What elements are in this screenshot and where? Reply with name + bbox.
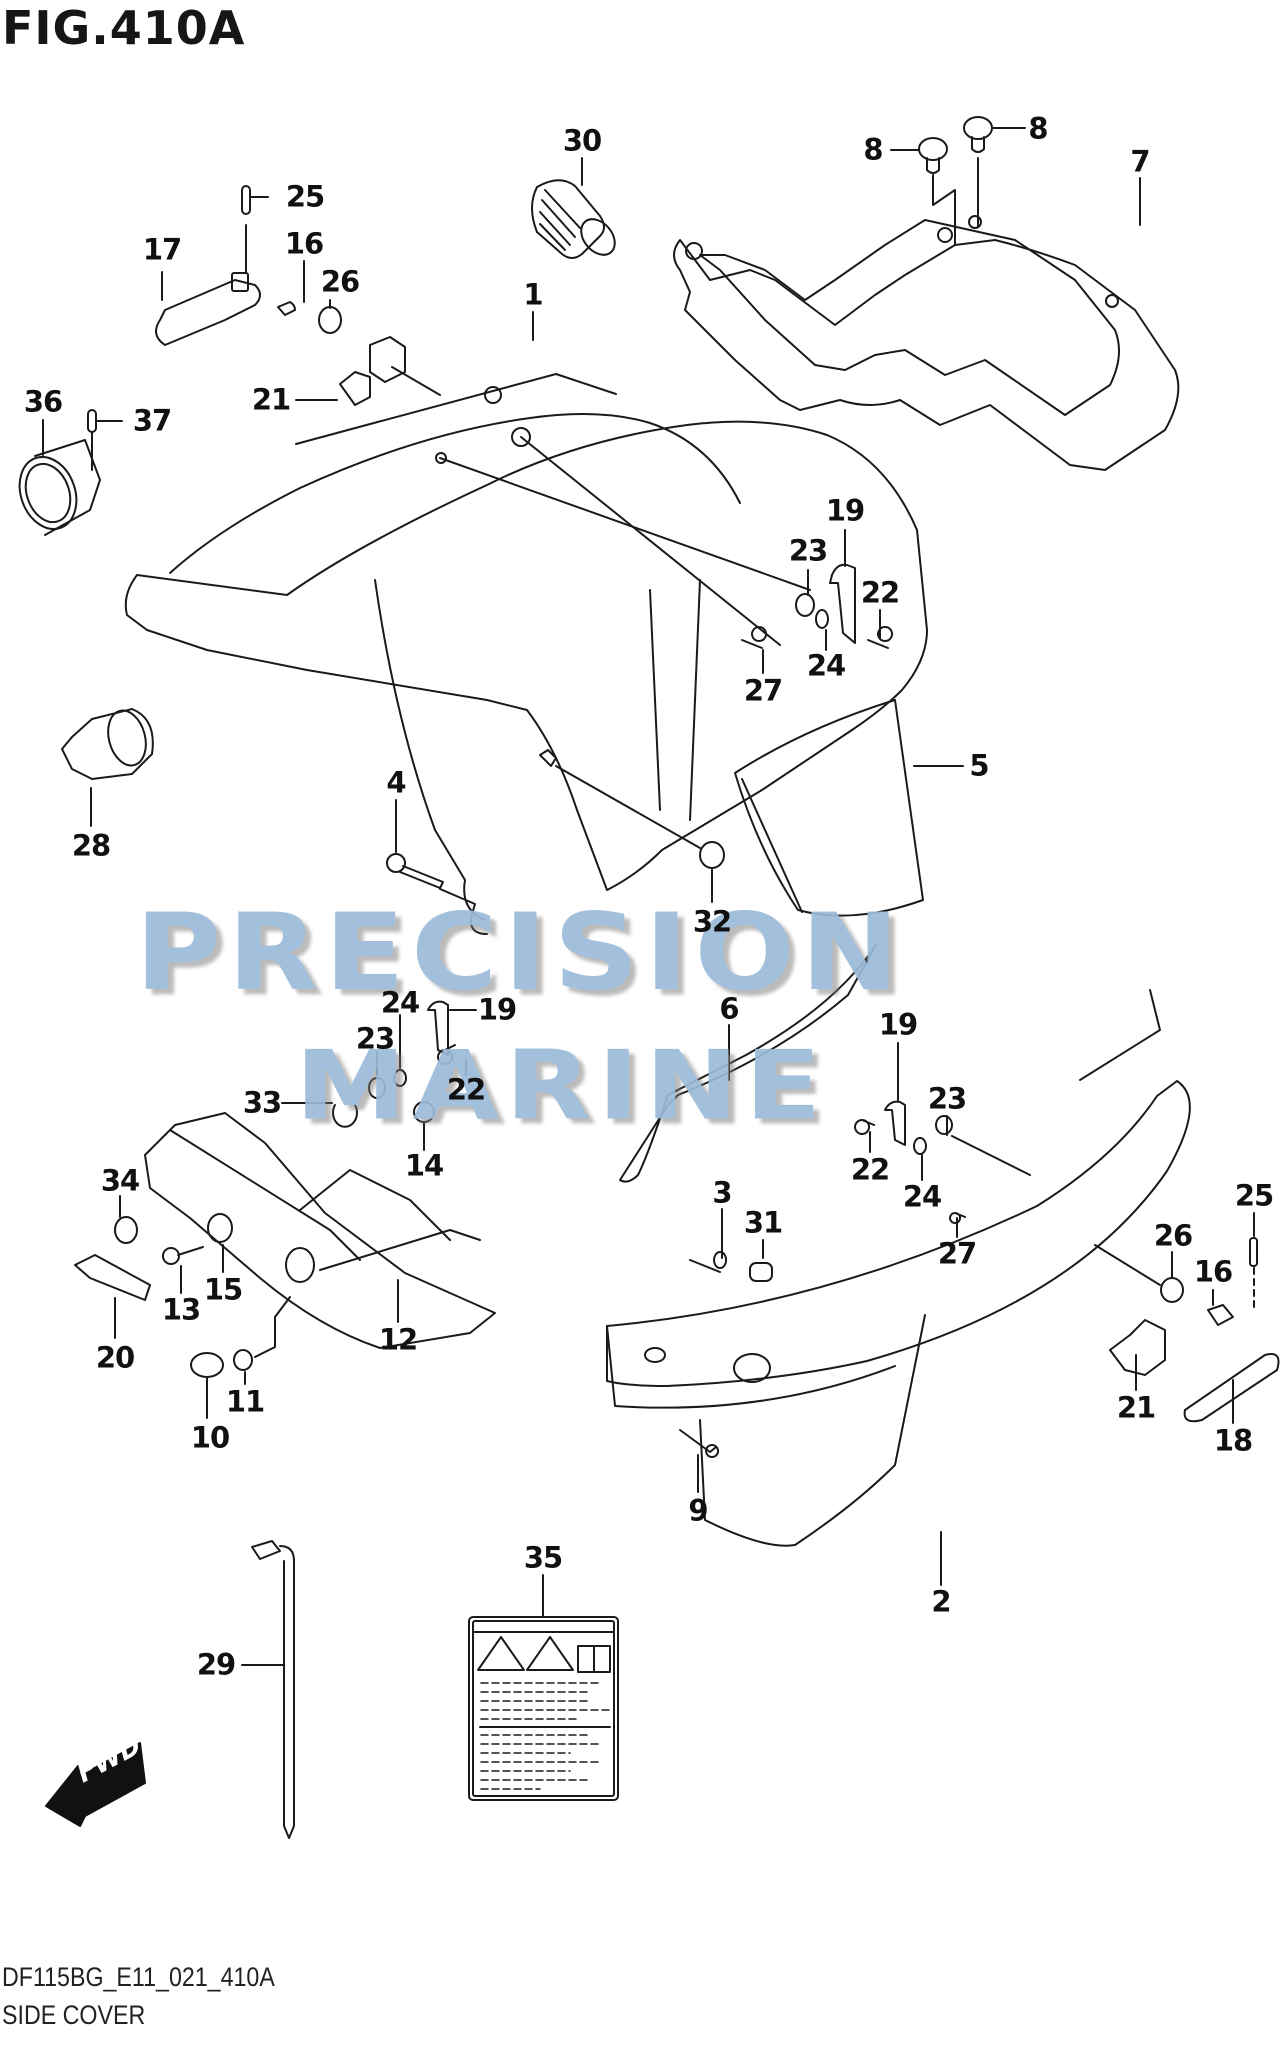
figure-title: FIG.410A (2, 1, 246, 55)
part-small-bracket-parts (74, 1195, 291, 1419)
part-28-connector (61, 708, 154, 827)
part-callout-24[interactable]: 24 (902, 1179, 942, 1214)
part-8-clips (890, 116, 1026, 246)
part-callout-24[interactable]: 24 (806, 648, 846, 683)
part-callout-29[interactable]: 29 (196, 1647, 236, 1682)
forward-arrow-icon (45, 1742, 146, 1827)
part-callout-3[interactable]: 3 (712, 1175, 732, 1210)
part-35-caution-label (468, 1574, 619, 1801)
part-callout-21[interactable]: 21 (1116, 1390, 1156, 1425)
part-callout-32[interactable]: 32 (692, 904, 732, 939)
part-30-grommet (531, 157, 616, 259)
part-callout-22[interactable]: 22 (446, 1072, 486, 1107)
part-callout-9[interactable]: 9 (688, 1493, 708, 1528)
part-callout-25[interactable]: 25 (1234, 1178, 1274, 1213)
part-callout-25[interactable]: 25 (285, 179, 325, 214)
part-callout-16[interactable]: 16 (284, 226, 324, 261)
part-4-bolt (386, 799, 488, 935)
part-callout-7[interactable]: 7 (1130, 144, 1150, 179)
watermark-marine: MARINE (295, 1030, 828, 1142)
part-callout-23[interactable]: 23 (788, 533, 828, 568)
part-callout-19[interactable]: 19 (825, 493, 865, 528)
part-callout-23[interactable]: 23 (355, 1021, 395, 1056)
part-callout-5[interactable]: 5 (969, 748, 989, 783)
part-callout-16[interactable]: 16 (1193, 1254, 1233, 1289)
part-callout-23[interactable]: 23 (927, 1081, 967, 1116)
part-callout-30[interactable]: 30 (562, 123, 602, 158)
part-callout-31[interactable]: 31 (743, 1205, 783, 1240)
part-right-fasteners (854, 1042, 1031, 1238)
part-callout-28[interactable]: 28 (71, 828, 111, 863)
part-callout-33[interactable]: 33 (242, 1085, 282, 1120)
part-callout-34[interactable]: 34 (100, 1163, 140, 1198)
part-29-cable (241, 1540, 295, 1839)
part-lower-left-fasteners (281, 1000, 477, 1151)
part-callout-22[interactable]: 22 (850, 1152, 890, 1187)
part-callout-19[interactable]: 19 (477, 992, 517, 1027)
part-callout-37[interactable]: 37 (132, 403, 172, 438)
part-9-3-31 (679, 1208, 773, 1493)
part-callout-21[interactable]: 21 (251, 382, 291, 417)
part-callout-35[interactable]: 35 (523, 1540, 563, 1575)
part-32-plug (539, 749, 725, 903)
part-12-bracket (144, 1112, 496, 1349)
section-name: SIDE COVER (2, 2000, 146, 2030)
part-19-22-23-24-27-fasteners-upper (741, 529, 894, 674)
part-callout-27[interactable]: 27 (937, 1236, 977, 1271)
part-callout-6[interactable]: 6 (719, 991, 739, 1026)
part-callout-8[interactable]: 8 (1028, 111, 1048, 146)
part-6-strip (619, 944, 877, 1183)
part-callout-1[interactable]: 1 (523, 277, 543, 312)
part-callout-26[interactable]: 26 (1153, 1218, 1193, 1253)
part-callout-26[interactable]: 26 (320, 264, 360, 299)
part-callout-2[interactable]: 2 (931, 1584, 951, 1619)
part-callout-13[interactable]: 13 (161, 1292, 201, 1327)
part-callout-18[interactable]: 18 (1213, 1423, 1253, 1458)
part-7-seal (673, 177, 1180, 471)
part-2-lower-cover (606, 989, 1191, 1586)
part-callout-14[interactable]: 14 (404, 1148, 444, 1183)
diagram-code: DF115BG_E11_021_410A (2, 1962, 275, 1992)
part-callout-20[interactable]: 20 (95, 1340, 135, 1375)
part-callout-27[interactable]: 27 (743, 673, 783, 708)
part-callout-36[interactable]: 36 (23, 384, 63, 419)
part-callout-15[interactable]: 15 (203, 1272, 243, 1307)
part-5-panel (734, 699, 964, 917)
part-callout-22[interactable]: 22 (860, 575, 900, 610)
part-callout-12[interactable]: 12 (378, 1322, 418, 1357)
part-callout-19[interactable]: 19 (878, 1007, 918, 1042)
part-right-cluster (1094, 1212, 1280, 1424)
part-36-37-cap (18, 409, 123, 536)
part-callout-11[interactable]: 11 (225, 1384, 265, 1419)
part-1-side-cover (124, 311, 928, 921)
part-callout-17[interactable]: 17 (142, 232, 182, 267)
part-17-25-16-26-21-cluster (155, 185, 441, 406)
part-callout-10[interactable]: 10 (190, 1420, 230, 1455)
part-callout-8[interactable]: 8 (863, 132, 883, 167)
watermark-precision: PRECISION (135, 889, 906, 1015)
part-callout-4[interactable]: 4 (386, 765, 406, 800)
part-callout-24[interactable]: 24 (380, 985, 420, 1020)
